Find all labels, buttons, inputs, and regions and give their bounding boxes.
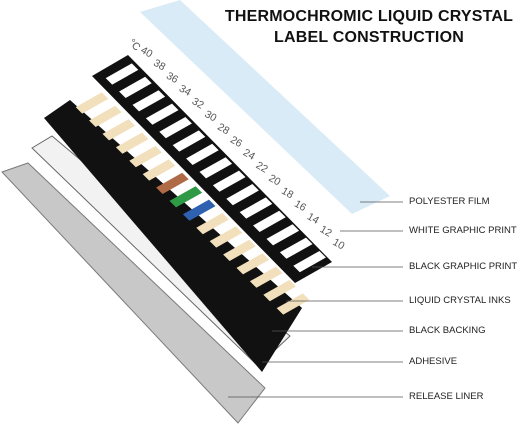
graphic-window [186, 143, 219, 165]
graphic-window [119, 76, 152, 98]
title-line-1: THERMOCHROMIC LIQUID CRYSTAL [224, 8, 514, 25]
white-graphic-windows [105, 63, 340, 286]
graphic-window [172, 130, 206, 152]
ink-segment [182, 199, 216, 221]
ink-segment [129, 146, 162, 168]
temperature-tick-label: 28 [215, 121, 231, 137]
ink-segment [102, 119, 136, 141]
graphic-window [212, 170, 246, 192]
temperature-tick-label: 26 [228, 134, 244, 150]
temperature-tick-label: 32 [190, 95, 206, 111]
temperature-tick-label: 16 [292, 198, 308, 214]
label-black-graphic-print: BLACK GRAPHIC PRINT [409, 261, 518, 272]
label-polyester-film: POLYESTER FILM [409, 196, 490, 207]
temperature-tick-label: 38 [151, 57, 167, 73]
ink-segment [156, 172, 189, 194]
graphic-window [239, 197, 273, 219]
leader-lines [228, 201, 403, 398]
label-white-graphic-print: WHITE GRAPHIC PRINT [409, 225, 517, 236]
ink-segment [196, 213, 229, 235]
temperature-tick-label: 14 [305, 211, 321, 227]
temperature-tick-label: 24 [241, 147, 257, 163]
ink-segment [263, 280, 296, 302]
graphic-window [145, 103, 179, 125]
label-release-liner: RELEASE LINER [409, 391, 484, 402]
graphic-window [253, 210, 286, 232]
graphic-window [226, 184, 259, 206]
graphic-window [132, 90, 166, 112]
ink-segment [249, 266, 283, 288]
ink-segment [276, 293, 310, 315]
temperature-tick-label: 18 [279, 185, 295, 201]
graphic-window [159, 117, 192, 139]
ink-segment [75, 92, 109, 114]
liquid-crystal-inks-layer [75, 92, 310, 315]
graphic-window [105, 63, 139, 85]
ink-segment [89, 105, 122, 127]
temperature-tick-label: 34 [177, 83, 193, 99]
ink-segment [115, 132, 149, 154]
temperature-tick-label: 12 [318, 223, 334, 239]
label-black-backing: BLACK BACKING [409, 325, 486, 336]
ink-segment [209, 226, 243, 248]
graphic-window [266, 224, 300, 246]
black-backing-layer [44, 100, 302, 372]
temperature-tick-label: 40 [139, 44, 155, 60]
temperature-tick-label: 22 [254, 159, 270, 175]
graphic-window [199, 157, 233, 179]
temperature-tick-label: 30 [203, 108, 219, 124]
label-adhesive: ADHESIVE [409, 356, 458, 367]
ink-segment [223, 239, 256, 261]
graphic-window [293, 251, 326, 273]
ink-segment [169, 186, 203, 208]
label-liquid-crystal-inks: LIQUID CRYSTAL INKS [409, 295, 511, 306]
graphic-window [279, 237, 313, 259]
ink-segment [142, 159, 176, 181]
release-liner-layer [1, 162, 266, 424]
polyester-film-layer [140, 0, 390, 214]
ink-segment [236, 253, 270, 275]
temperature-tick-label: 36 [164, 70, 180, 86]
temperature-tick-label: 10 [331, 236, 347, 252]
temperature-tick-label: 20 [267, 172, 283, 188]
title-line-2: LABEL CONSTRUCTION [274, 29, 464, 46]
graphic-window [306, 264, 340, 286]
